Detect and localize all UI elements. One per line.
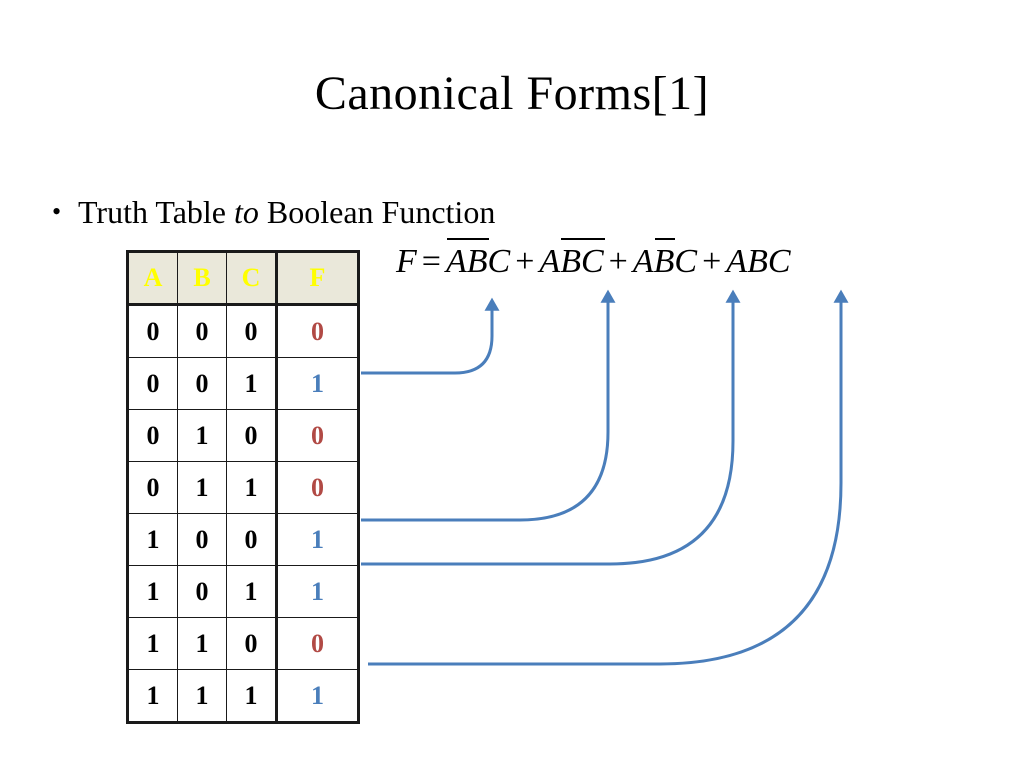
page-title: Canonical Forms[1]	[314, 67, 710, 120]
cell-c: 1	[226, 565, 277, 618]
equation-term-1: ABC	[446, 238, 511, 280]
cell-b: 0	[177, 513, 227, 566]
table-row: 1 1 1 1	[127, 669, 359, 723]
literal-b-bar: B	[467, 238, 489, 284]
cell-f: 1	[275, 357, 359, 410]
literal-b-bar: B	[654, 238, 676, 284]
literal-c: C	[767, 243, 791, 280]
arrow-row-111-to-term-4	[368, 289, 849, 666]
equation-term-4: ABC	[726, 243, 790, 280]
cell-c: 0	[226, 617, 277, 670]
equation-term-2: ABC	[539, 238, 605, 280]
cell-b: 1	[177, 461, 227, 514]
table-header-row: A B C F	[127, 251, 359, 306]
cell-f: 0	[275, 617, 359, 670]
cell-f: 0	[275, 304, 359, 358]
bullet-line: • Truth Table to Boolean Function	[52, 192, 495, 232]
literal-c-bar: C	[581, 238, 605, 284]
literal-a: A	[726, 243, 748, 280]
bullet-text: Truth Table to Boolean Function	[78, 192, 495, 232]
table-row: 1 1 0 0	[127, 617, 359, 670]
arrow-row-001-to-term-1	[361, 297, 500, 375]
table-row: 0 0 1 1	[127, 357, 359, 410]
equation-equals: =	[421, 243, 441, 280]
arrow-row-101-to-term-3	[361, 289, 741, 566]
cell-a: 0	[127, 461, 178, 514]
bullet-text-italic: to	[234, 194, 259, 230]
cell-a: 1	[127, 669, 178, 723]
cell-f: 1	[275, 565, 359, 618]
literal-b: B	[747, 243, 768, 280]
equation-plus-2: +	[608, 243, 628, 280]
equation-plus-3: +	[702, 243, 722, 280]
cell-c: 0	[226, 304, 277, 358]
cell-b: 0	[177, 565, 227, 618]
truth-table: A B C F 0 0 0 0 0 0 1 1 0 1 0 0 0 1 1 0	[126, 250, 360, 724]
table-row: 0 0 0 0	[127, 304, 359, 358]
table-row: 1 0 0 1	[127, 513, 359, 566]
cell-a: 1	[127, 565, 178, 618]
bullet-text-after: Boolean Function	[258, 194, 496, 230]
cell-a: 1	[127, 513, 178, 566]
cell-b: 1	[177, 617, 227, 670]
boolean-equation: F=ABC+ABC+ABC+ABC	[396, 238, 791, 284]
cell-f: 1	[275, 669, 359, 723]
cell-a: 1	[127, 617, 178, 670]
cell-a: 0	[127, 409, 178, 462]
column-header-c: C	[226, 251, 277, 306]
column-header-f: F	[275, 251, 359, 306]
table-row: 0 1 1 0	[127, 461, 359, 514]
literal-a-bar: A	[446, 238, 468, 284]
literal-c: C	[674, 243, 698, 280]
column-header-b: B	[177, 251, 227, 306]
cell-c: 1	[226, 357, 277, 410]
cell-b: 1	[177, 669, 227, 723]
equation-term-3: ABC	[632, 238, 698, 280]
cell-f: 0	[275, 409, 359, 462]
cell-f: 0	[275, 461, 359, 514]
bullet-text-before: Truth Table	[78, 194, 234, 230]
cell-b: 1	[177, 409, 227, 462]
literal-a: A	[632, 243, 654, 280]
literal-a: A	[539, 243, 561, 280]
literal-c: C	[487, 243, 511, 280]
cell-f: 1	[275, 513, 359, 566]
cell-a: 0	[127, 357, 178, 410]
cell-c: 0	[226, 409, 277, 462]
literal-b-bar: B	[560, 238, 582, 284]
cell-c: 1	[226, 461, 277, 514]
equation-lhs: F	[396, 243, 417, 280]
table-row: 1 0 1 1	[127, 565, 359, 618]
arrow-row-100-to-term-2	[361, 289, 616, 522]
cell-c: 0	[226, 513, 277, 566]
column-header-a: A	[127, 251, 178, 306]
cell-c: 1	[226, 669, 277, 723]
cell-b: 0	[177, 357, 227, 410]
bullet-marker-icon: •	[52, 197, 62, 226]
cell-b: 0	[177, 304, 227, 358]
cell-a: 0	[127, 304, 178, 358]
equation-plus-1: +	[515, 243, 535, 280]
table-row: 0 1 0 0	[127, 409, 359, 462]
